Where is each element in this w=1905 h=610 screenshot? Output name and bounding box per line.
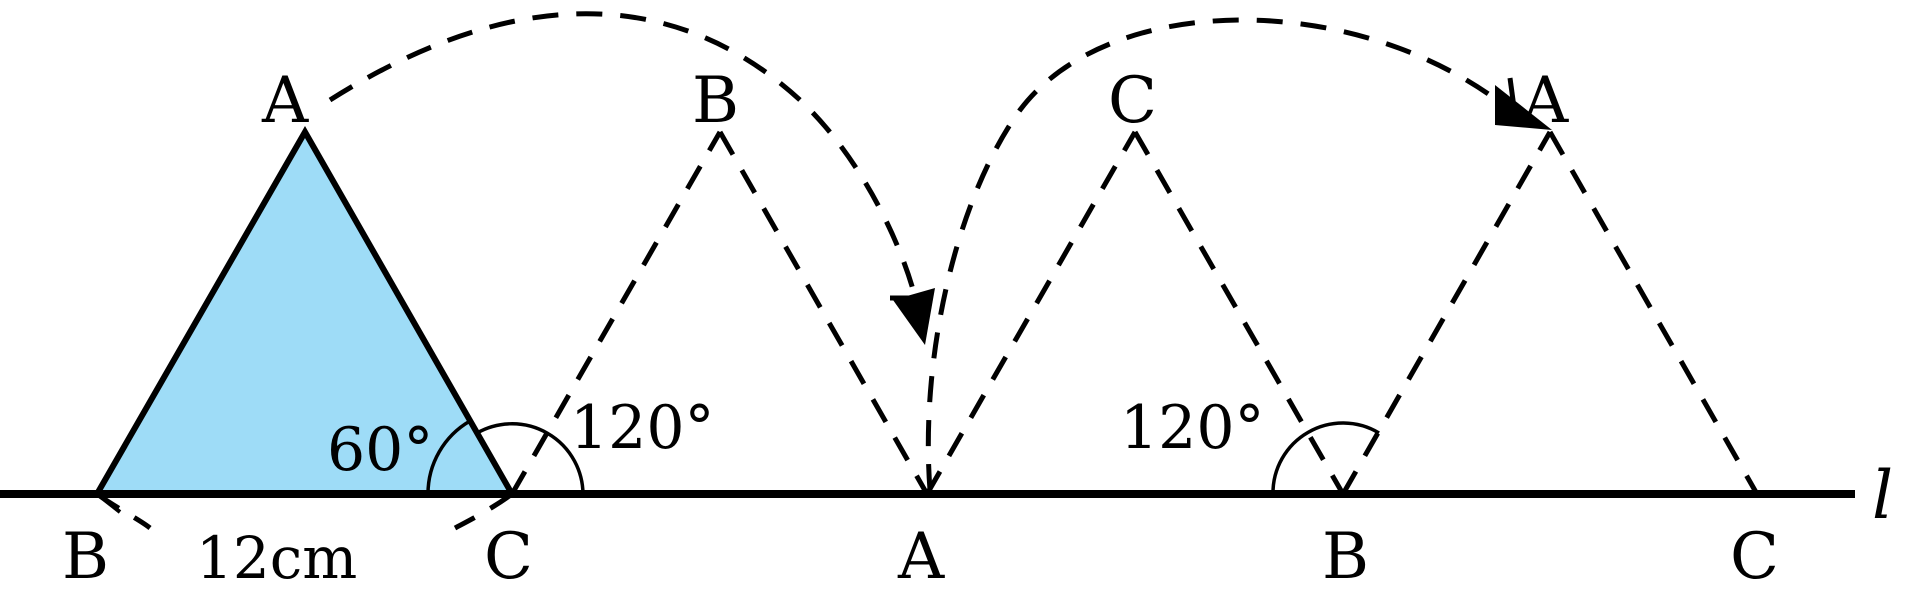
label-vertex-bottom-step2: B: [1322, 520, 1369, 594]
angle-arc-60: [426, 419, 471, 495]
angle-arc-120-second: [1271, 421, 1380, 495]
label-angle-120-first: 120°: [570, 393, 715, 463]
label-vertex-left-initial: B: [62, 520, 109, 594]
label-angle-60: 60°: [327, 415, 433, 485]
dashed-side-c-to-b2: [1132, 130, 1346, 496]
label-side-length: 12cm: [196, 524, 357, 592]
arrow-tick-right: [1507, 77, 1518, 116]
arrowhead-down: [893, 288, 935, 345]
dashed-side-a-to-c: [924, 130, 1138, 496]
label-vertex-right-initial: C: [484, 520, 533, 594]
label-line-l: l: [1872, 457, 1893, 534]
label-vertex-top-step2: C: [1108, 64, 1157, 138]
label-vertex-top-final: A: [1521, 64, 1569, 138]
dashed-side-b-to-a2: [1340, 130, 1553, 496]
arc-a-to-a-first: [328, 11, 925, 346]
label-vertex-top-step1: B: [692, 64, 739, 138]
label-angle-120-second: 120°: [1120, 393, 1265, 463]
label-vertex-bottom-final: C: [1730, 520, 1779, 594]
arc-a-to-a-second: [925, 17, 1512, 491]
label-vertex-bottom-step1: A: [897, 520, 945, 594]
dashed-side-b-to-a: [717, 130, 930, 496]
dimension-tick-left: [95, 492, 122, 514]
label-vertex-top-initial: A: [261, 64, 309, 138]
arrowhead-right: [1495, 85, 1552, 130]
arc-c-to-c-base: [453, 491, 514, 531]
angle-arc-120-first: [476, 422, 585, 495]
dashed-side-a-to-c2: [1547, 130, 1760, 496]
